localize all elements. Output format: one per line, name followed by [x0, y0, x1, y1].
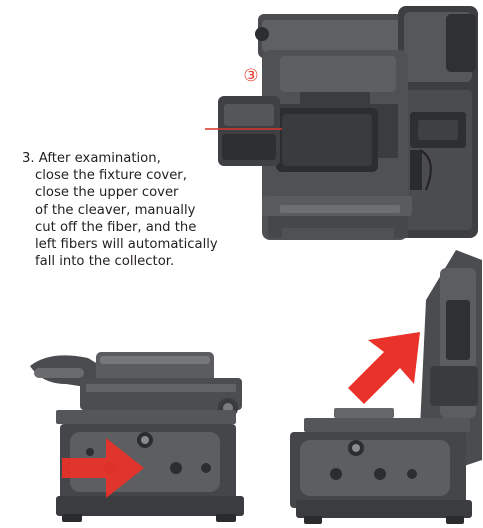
instruction-line: close the fixture cover, — [35, 168, 187, 184]
cleaver-top-illustration — [205, 6, 478, 240]
instruction-text: 3. After examination, close the fixture … — [22, 150, 262, 270]
step-number-marker: ③ — [243, 66, 259, 86]
cleaver-open-illustration — [290, 250, 482, 524]
instruction-line: left fibers will automatically — [35, 237, 218, 253]
instruction-line: of the cleaver, manually — [35, 202, 196, 218]
instruction-line: fall into the collector. — [35, 254, 175, 270]
instruction-line: close the upper cover — [35, 185, 179, 201]
instruction-line: cut off the fiber, and the — [35, 219, 197, 235]
cleaver-closed-illustration — [30, 352, 244, 522]
instruction-line: 3. After examination, — [22, 151, 161, 166]
